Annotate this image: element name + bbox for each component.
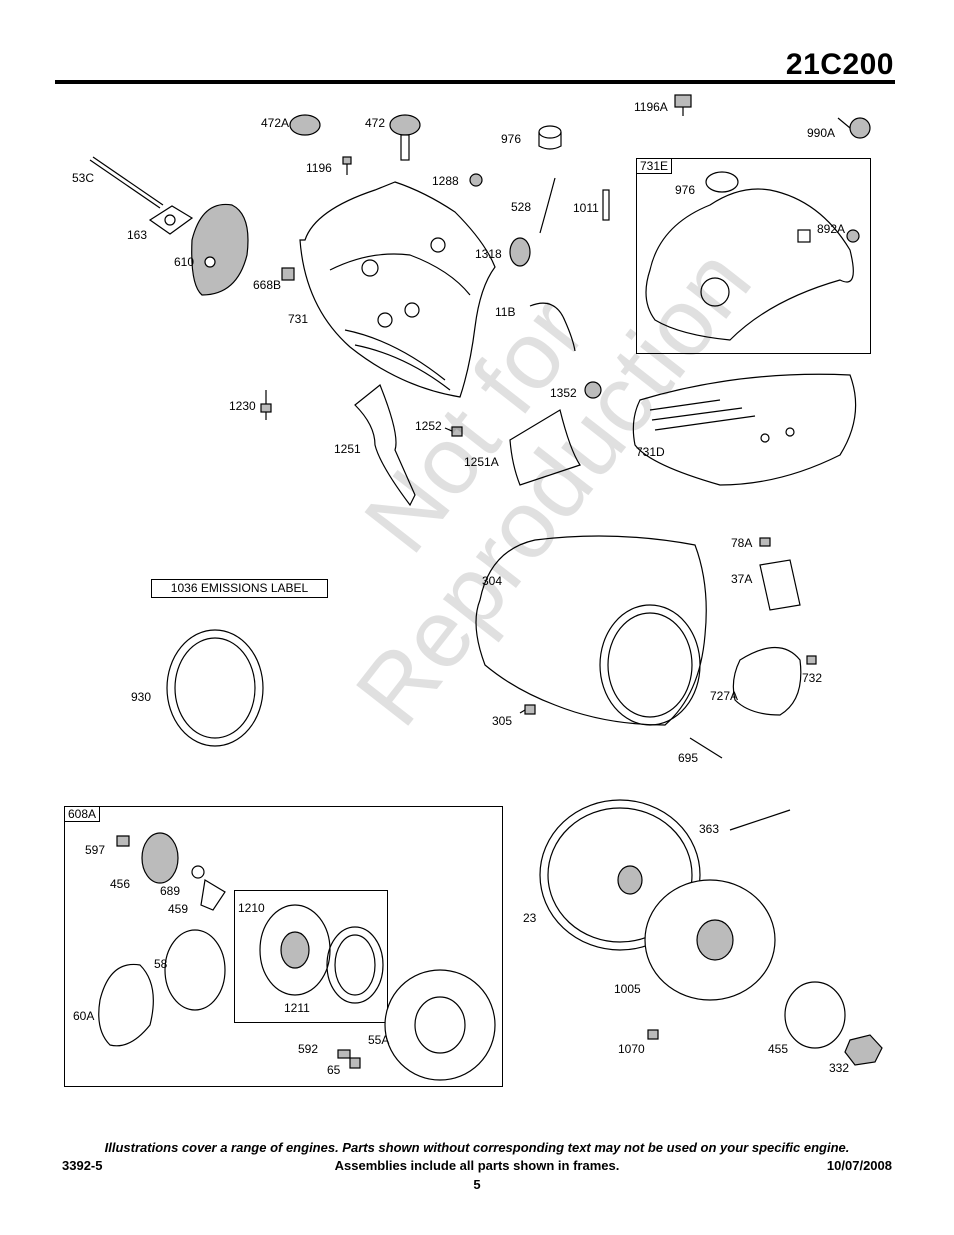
frame-608A bbox=[64, 806, 503, 1087]
assemblies-note: Assemblies include all parts shown in fr… bbox=[334, 1158, 620, 1173]
label-1005: 1005 bbox=[614, 982, 641, 996]
label-60A: 60A bbox=[73, 1009, 95, 1023]
label-305: 305 bbox=[492, 714, 513, 728]
label-592: 592 bbox=[298, 1042, 319, 1056]
header-rule bbox=[55, 80, 895, 84]
cover-731D-shape bbox=[632, 373, 857, 486]
label-1352: 1352 bbox=[550, 386, 577, 400]
label-1318: 1318 bbox=[475, 247, 502, 261]
label-459: 459 bbox=[168, 902, 189, 916]
frame-tag-731E: 731E bbox=[637, 159, 673, 174]
frame-1210 bbox=[234, 890, 388, 1023]
label-731: 731 bbox=[288, 312, 309, 326]
label-363: 363 bbox=[699, 822, 720, 836]
model-number: 21C200 bbox=[785, 48, 894, 81]
label-689: 689 bbox=[160, 884, 181, 898]
label-732: 732 bbox=[802, 671, 823, 685]
label-1252: 1252 bbox=[415, 419, 442, 433]
label-53C: 53C bbox=[72, 171, 95, 185]
page-number: 5 bbox=[473, 1177, 481, 1192]
label-1011: 1011 bbox=[573, 201, 599, 215]
label-727A: 727A bbox=[710, 689, 739, 703]
footer-disclaimer: Illustrations cover a range of engines. … bbox=[104, 1140, 850, 1155]
flywheel-23-shape bbox=[539, 799, 701, 951]
label-528: 528 bbox=[511, 200, 532, 214]
label-1211: 1211 bbox=[284, 1001, 310, 1015]
label-1196: 1196 bbox=[306, 161, 332, 175]
gasket-shape bbox=[148, 205, 194, 235]
label-332: 332 bbox=[829, 1061, 850, 1075]
label-37A: 37A bbox=[731, 572, 753, 586]
dipstick-rod-shape bbox=[89, 159, 161, 209]
label-304: 304 bbox=[482, 574, 503, 588]
label-1210: 1210 bbox=[238, 901, 265, 915]
starter-55A-shape bbox=[384, 969, 496, 1081]
plug-976-shape bbox=[538, 125, 562, 139]
label-472A: 472A bbox=[261, 116, 290, 130]
label-597: 597 bbox=[85, 843, 106, 857]
blower-housing-304-shape bbox=[475, 535, 707, 726]
label-1251A: 1251A bbox=[464, 455, 499, 469]
label-11B: 11B bbox=[495, 305, 516, 319]
emissions-label-box: 1036 EMISSIONS LABEL bbox=[151, 579, 328, 598]
label-1230: 1230 bbox=[229, 399, 256, 413]
label-163: 163 bbox=[127, 228, 148, 242]
blower-housing-731E-shape bbox=[645, 188, 854, 341]
knob-472-shape bbox=[389, 114, 421, 136]
breather-cover-shape bbox=[191, 203, 249, 296]
label-1070: 1070 bbox=[618, 1042, 645, 1056]
label-695: 695 bbox=[678, 751, 699, 765]
frame-731E bbox=[636, 158, 871, 354]
label-55A: 55A bbox=[368, 1033, 390, 1047]
label-930: 930 bbox=[131, 690, 152, 704]
label-731D: 731D bbox=[636, 445, 665, 459]
label-23: 23 bbox=[523, 911, 537, 925]
label-668B: 668B bbox=[253, 278, 282, 292]
label-892A: 892A bbox=[817, 222, 846, 236]
label-456: 456 bbox=[110, 877, 131, 891]
frame-tag-608A: 608A bbox=[65, 807, 101, 822]
label-990A: 990A bbox=[807, 126, 836, 140]
label-1288: 1288 bbox=[432, 174, 459, 188]
label-976-frame: 976 bbox=[675, 183, 696, 197]
label-610: 610 bbox=[174, 255, 195, 269]
label-78A: 78A bbox=[731, 536, 753, 550]
label-1196A: 1196A bbox=[634, 100, 668, 114]
screen-930-shape bbox=[166, 629, 264, 747]
label-472: 472 bbox=[365, 116, 386, 130]
doc-number: 3392-5 bbox=[62, 1158, 103, 1173]
label-58: 58 bbox=[154, 957, 168, 971]
label-976-top: 976 bbox=[501, 132, 522, 146]
blower-housing-731-shape bbox=[299, 181, 496, 398]
knob-472A-shape bbox=[289, 114, 321, 136]
label-65: 65 bbox=[327, 1063, 341, 1077]
print-date: 10/07/2008 bbox=[826, 1158, 892, 1173]
label-1251: 1251 bbox=[334, 442, 361, 456]
label-455: 455 bbox=[768, 1042, 789, 1056]
